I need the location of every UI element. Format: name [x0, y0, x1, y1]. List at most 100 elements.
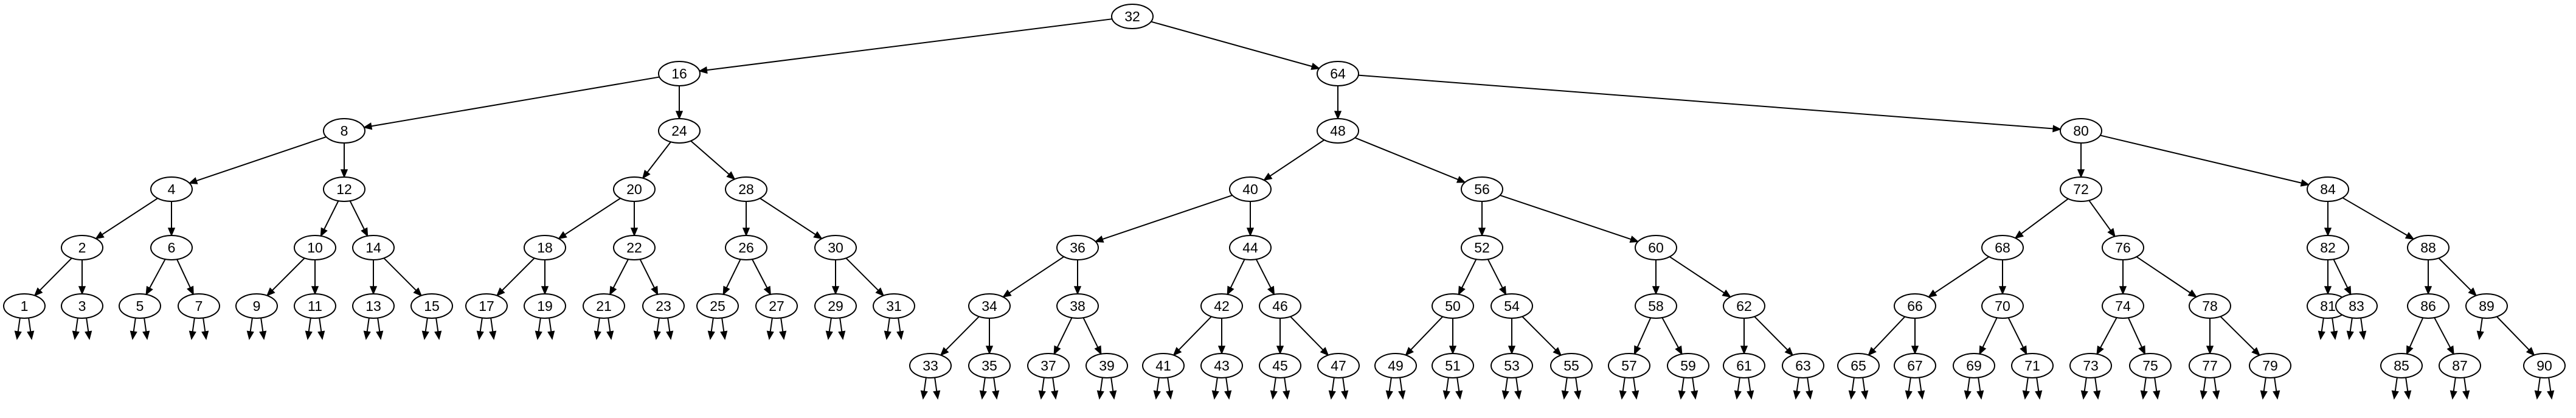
null-pointer-81-0-arrowhead — [2318, 330, 2325, 340]
tree-node: 9 — [235, 293, 278, 319]
node-label: 20 — [626, 181, 642, 197]
edge-44-to-46-arrowhead — [1267, 285, 1275, 296]
null-pointer-51-0-line — [1446, 377, 1449, 393]
node-ellipse — [352, 293, 395, 319]
node-ellipse — [1229, 176, 1272, 202]
tree-node: 24 — [658, 118, 701, 144]
tree-node: 47 — [1317, 353, 1360, 378]
null-pointer-39-0-arrowhead — [1096, 390, 1104, 400]
edge-89-to-90-line — [2496, 316, 2530, 352]
tree-node: 87 — [2439, 353, 2481, 378]
edge-66-to-67-arrowhead — [1911, 346, 1919, 355]
tree-node: 66 — [1894, 293, 1936, 319]
node-ellipse — [1432, 353, 1474, 378]
tree-node: 70 — [1981, 293, 2024, 319]
edge-84-to-88-line — [2342, 197, 2409, 237]
node-label: 22 — [626, 240, 642, 256]
node-ellipse — [2439, 353, 2481, 378]
edge-84-to-88-arrowhead — [2405, 232, 2415, 240]
edge-58-to-57-arrowhead — [1633, 345, 1641, 355]
edge-36-to-38-arrowhead — [1073, 286, 1082, 295]
tree-node: 57 — [1608, 353, 1650, 378]
null-pointer-69-0-line — [1967, 377, 1970, 393]
node-ellipse — [2249, 353, 2291, 378]
null-pointer-7-0-line — [192, 318, 195, 333]
null-pointer-27-0-arrowhead — [766, 330, 774, 340]
node-label: 55 — [1563, 358, 1579, 374]
edge-56-to-52-arrowhead — [1478, 228, 1486, 237]
node-label: 34 — [982, 298, 997, 314]
tree-node: 19 — [524, 293, 566, 319]
edge-42-to-41-line — [1177, 316, 1212, 352]
node-ellipse — [2102, 293, 2144, 319]
null-pointer-69-1-line — [1978, 377, 1981, 393]
node-label: 86 — [2420, 298, 2436, 314]
node-label: 38 — [1070, 298, 1085, 314]
edge-74-to-75-arrowhead — [2138, 345, 2145, 355]
null-pointer-45-1-line — [1284, 377, 1287, 393]
node-ellipse — [1608, 353, 1650, 378]
node-ellipse — [2129, 353, 2172, 378]
edge-74-to-73-arrowhead — [2096, 345, 2104, 355]
tree-node: 89 — [2465, 293, 2508, 319]
null-pointer-3-0-arrowhead — [72, 330, 80, 340]
tree-node: 76 — [2102, 235, 2144, 260]
edge-18-to-17-arrowhead — [496, 287, 505, 297]
node-label: 45 — [1272, 358, 1288, 374]
null-pointer-71-0-arrowhead — [2022, 390, 2030, 400]
node-label: 68 — [1995, 240, 2010, 256]
null-pointer-85-1-line — [2405, 377, 2409, 393]
null-pointer-71-1-line — [2036, 377, 2040, 393]
null-pointer-19-1-arrowhead — [547, 330, 555, 340]
node-label: 25 — [710, 298, 725, 314]
null-pointer-25-1-arrowhead — [720, 330, 728, 340]
node-label: 75 — [2142, 358, 2158, 374]
null-pointer-47-1-arrowhead — [1341, 390, 1349, 400]
null-pointer-81-1-arrowhead — [2330, 330, 2338, 340]
null-pointer-75-0-line — [2143, 377, 2147, 393]
edge-58-to-59-line — [1661, 317, 1680, 349]
node-ellipse — [235, 293, 278, 319]
null-pointer-81-0-line — [2321, 318, 2324, 333]
node-ellipse — [2523, 353, 2566, 378]
edge-48-to-56-arrowhead — [1456, 176, 1466, 183]
edge-32-to-64-arrowhead — [1311, 63, 1321, 70]
edge-16-to-24-arrowhead — [675, 111, 684, 120]
node-label: 30 — [828, 240, 843, 256]
null-pointer-23-0-arrowhead — [653, 330, 661, 340]
null-pointer-31-0-line — [887, 318, 890, 333]
node-ellipse — [613, 235, 656, 260]
edge-22-to-23-arrowhead — [651, 285, 659, 296]
null-pointer-67-1-arrowhead — [1917, 390, 1925, 400]
edge-70-to-69-arrowhead — [1979, 345, 1987, 355]
edge-80-to-72-arrowhead — [2077, 169, 2085, 178]
node-ellipse — [1461, 176, 1503, 202]
node-ellipse — [1461, 235, 1503, 260]
edge-34-to-35-arrowhead — [985, 346, 994, 355]
null-pointer-53-0-line — [1504, 377, 1508, 393]
node-label: 80 — [2073, 123, 2089, 139]
tree-node: 42 — [1200, 293, 1243, 319]
null-pointer-41-1-arrowhead — [1166, 390, 1174, 400]
node-label: 58 — [1648, 298, 1664, 314]
edge-24-to-20-arrowhead — [642, 169, 651, 179]
tree-node: 14 — [352, 235, 395, 260]
tree-node: 26 — [725, 235, 767, 260]
null-pointer-19-0-arrowhead — [535, 330, 542, 340]
null-pointer-53-1-line — [1515, 377, 1519, 393]
edge-54-to-53-arrowhead — [1508, 346, 1516, 355]
null-pointer-1-0-arrowhead — [14, 330, 22, 340]
node-label: 27 — [769, 298, 784, 314]
null-pointer-35-1-arrowhead — [992, 390, 1000, 400]
null-pointer-11-0-arrowhead — [305, 330, 313, 340]
tree-node: 80 — [2060, 118, 2102, 144]
tree-node: 36 — [1056, 235, 1099, 260]
null-pointer-85-1-arrowhead — [2404, 390, 2412, 400]
node-label: 78 — [2202, 298, 2218, 314]
tree-node: 90 — [2523, 353, 2566, 378]
node-label: 74 — [2115, 298, 2131, 314]
node-ellipse — [814, 235, 857, 260]
edge-26-to-25-arrowhead — [722, 285, 730, 296]
null-pointer-57-0-line — [1622, 377, 1626, 393]
